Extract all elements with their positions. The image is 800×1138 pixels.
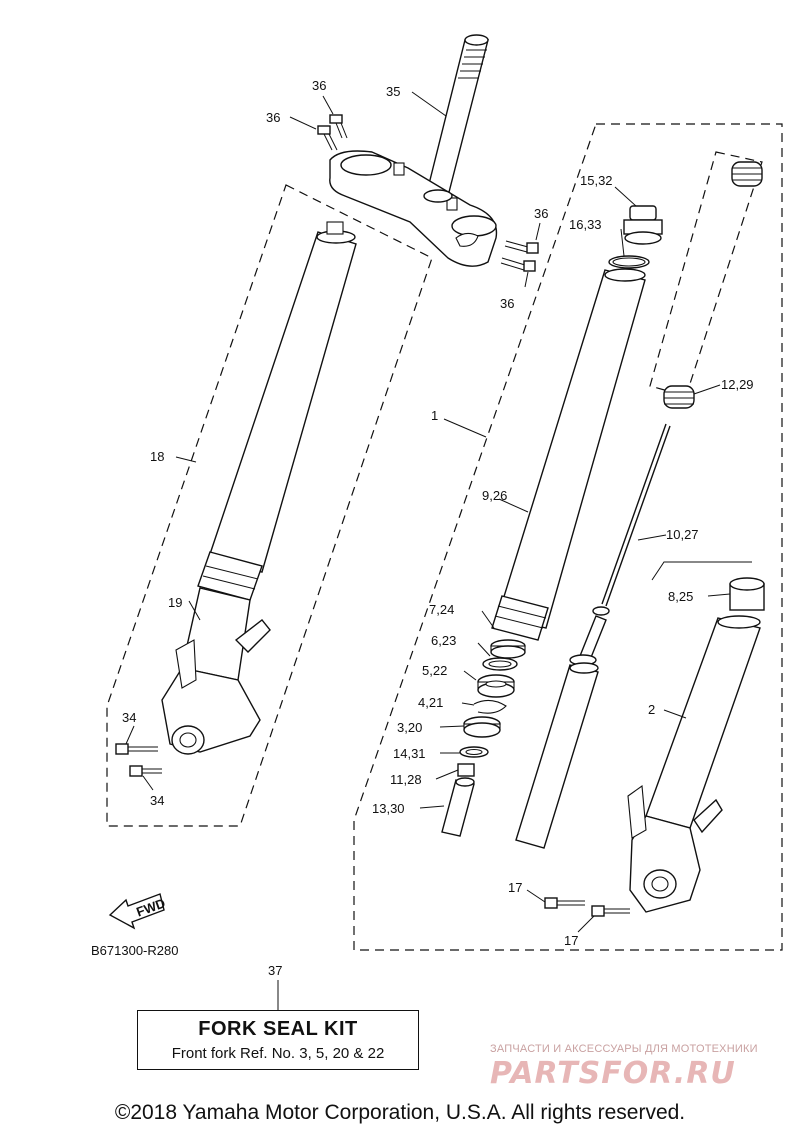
diagram-code: B671300-R280 (91, 943, 178, 958)
ref-2: 2 (648, 702, 655, 717)
ref-36b: 36 (266, 110, 280, 125)
ref-8-25: 8,25 (668, 589, 693, 604)
ref-35: 35 (386, 84, 400, 99)
copyright-footer: ©2018 Yamaha Motor Corporation, U.S.A. A… (114, 1101, 686, 1124)
ref-12-29: 12,29 (721, 377, 754, 392)
damper-rod (592, 423, 671, 616)
ref-18: 18 (150, 449, 164, 464)
ref-36a: 36 (312, 78, 326, 93)
pinch-bolt-36d (500, 257, 536, 272)
kit-title: FORK SEAL KIT (198, 1018, 358, 1040)
ref-34a: 34 (122, 710, 136, 725)
oil-seal-5-22 (477, 674, 515, 698)
axle-pinch-bolt-34a (115, 743, 158, 755)
reference-labels: 35 36 36 36 36 18 19 34 34 1 15,32 16,33… (91, 78, 754, 978)
fork-cap-bolt (623, 205, 663, 245)
ref-11-28: 11,28 (390, 772, 422, 787)
fork-spring (649, 151, 763, 409)
steering-stem (425, 34, 489, 197)
dust-seal-3-20 (463, 716, 501, 738)
ref-7-24: 7,24 (429, 602, 454, 617)
axle-pinch-bolt-17a (544, 897, 585, 909)
lower-bracket (329, 150, 498, 267)
ref-17b: 17 (564, 933, 578, 948)
watermark-tagline: ЗАПЧАСТИ И АКСЕССУАРЫ ДЛЯ МОТОТЕХНИКИ (490, 1043, 758, 1055)
leader-lines (125, 91, 752, 1010)
ref-34b: 34 (150, 793, 164, 808)
ref-16-33: 16,33 (569, 217, 602, 232)
damper-cylinder (515, 615, 607, 849)
washer-14-31 (459, 746, 489, 758)
ref-15-32: 15,32 (580, 173, 613, 188)
left-fork-tube (197, 221, 357, 601)
ref-17a: 17 (508, 880, 522, 895)
axle-pinch-bolt-34b (129, 765, 162, 777)
guide-bushing-7-24 (490, 639, 526, 659)
left-fork-assembly-outline (106, 184, 433, 827)
nut-11-28 (457, 763, 475, 777)
ref-37: 37 (268, 963, 282, 978)
ref-36d: 36 (500, 296, 514, 311)
outer-tube (627, 577, 765, 913)
ref-19: 19 (168, 595, 182, 610)
retaining-clip-4-21 (473, 699, 507, 714)
ref-6-23: 6,23 (431, 633, 456, 648)
kit-subtitle: Front fork Ref. No. 3, 5, 20 & 22 (171, 1045, 385, 1062)
ref-3-20: 3,20 (397, 720, 422, 735)
o-ring (608, 255, 650, 269)
watermark-logo: PARTSFOR.RU (490, 1056, 790, 1092)
ref-14-31: 14,31 (393, 746, 426, 761)
ref-9-26: 9,26 (482, 488, 507, 503)
right-fork-assembly-outline (353, 123, 783, 951)
ref-1: 1 (431, 408, 438, 423)
fwd-label: FWD (134, 895, 167, 919)
fwd-arrow-icon: FWD (108, 893, 167, 930)
ref-13-30: 13,30 (372, 801, 405, 816)
pinch-bolt-36a (329, 114, 348, 139)
pinch-bolt-36c (504, 240, 539, 254)
ref-5-22: 5,22 (422, 663, 447, 678)
left-fork-outer-tube (161, 587, 271, 755)
pinch-bolt-36b (317, 125, 338, 151)
damper-base-13-30 (441, 777, 475, 837)
ref-4-21: 4,21 (418, 695, 443, 710)
watermark-logo-text: PARTSFOR.RU (490, 1056, 736, 1091)
fork-seal-kit-box: FORK SEAL KIT Front fork Ref. No. 3, 5, … (137, 1010, 419, 1070)
washer-6-23 (482, 657, 518, 671)
axle-pinch-bolt-17b (591, 905, 630, 917)
inner-tube (491, 268, 646, 641)
ref-10-27: 10,27 (666, 527, 699, 542)
ref-36c: 36 (534, 206, 548, 221)
